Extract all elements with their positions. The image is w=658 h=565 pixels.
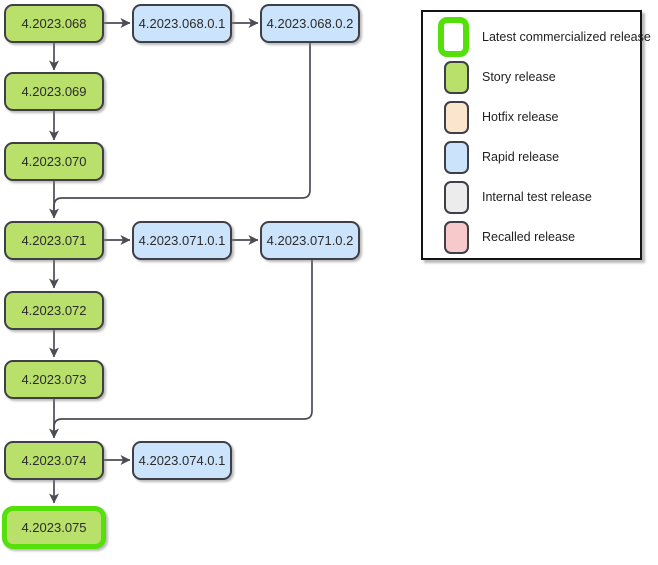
edge-071-0-2-to-074 — [53, 260, 313, 433]
node-4-2023-070[interactable]: 4.2023.070 — [4, 142, 104, 181]
node-4-2023-071-0-2[interactable]: 4.2023.071.0.2 — [260, 221, 360, 260]
latest-release-swatch-icon — [438, 17, 469, 57]
internal-test-release-swatch-icon — [444, 180, 469, 214]
legend-box: Latest commercialized release Story rele… — [421, 10, 651, 260]
legend-row-internal: Internal test release — [423, 177, 640, 217]
legend-label-latest: Latest commercialized release — [482, 30, 651, 44]
node-4-2023-069[interactable]: 4.2023.069 — [4, 72, 104, 111]
node-4-2023-071-0-1[interactable]: 4.2023.071.0.1 — [132, 221, 232, 260]
legend-label-recalled: Recalled release — [482, 230, 576, 244]
story-release-swatch-icon — [444, 60, 469, 94]
legend-row-recalled: Recalled release — [423, 217, 640, 257]
node-4-2023-075[interactable]: 4.2023.075 — [2, 506, 106, 549]
node-4-2023-072[interactable]: 4.2023.072 — [4, 291, 104, 330]
legend-label-hotfix: Hotfix release — [482, 110, 559, 124]
recalled-release-swatch-icon — [444, 220, 469, 254]
rapid-release-swatch-icon — [444, 140, 469, 174]
node-4-2023-073[interactable]: 4.2023.073 — [4, 360, 104, 399]
node-4-2023-068-0-2[interactable]: 4.2023.068.0.2 — [260, 4, 360, 43]
hotfix-release-swatch-icon — [444, 100, 469, 134]
node-4-2023-068-0-1[interactable]: 4.2023.068.0.1 — [132, 4, 232, 43]
legend-row-story: Story release — [423, 57, 640, 97]
legend-label-rapid: Rapid release — [482, 150, 560, 164]
legend-label-internal: Internal test release — [482, 190, 592, 204]
legend-row-hotfix: Hotfix release — [423, 97, 640, 137]
node-4-2023-068[interactable]: 4.2023.068 — [4, 4, 104, 43]
node-4-2023-074[interactable]: 4.2023.074 — [4, 441, 104, 480]
node-4-2023-071[interactable]: 4.2023.071 — [4, 221, 104, 260]
legend-label-story: Story release — [482, 70, 556, 84]
node-4-2023-074-0-1[interactable]: 4.2023.074.0.1 — [132, 441, 232, 480]
edge-068-0-2-to-071 — [53, 43, 311, 212]
legend-row-rapid: Rapid release — [423, 137, 640, 177]
legend-row-latest: Latest commercialized release — [423, 17, 651, 57]
